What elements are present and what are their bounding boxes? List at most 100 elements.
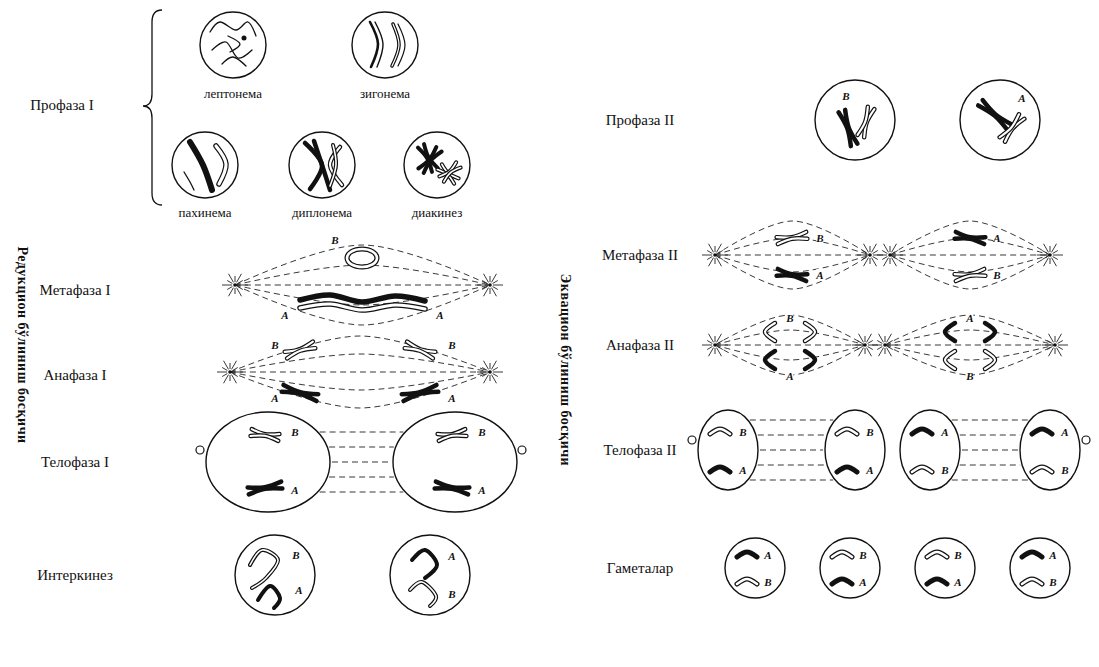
aster-ray xyxy=(702,255,712,256)
aster-ray xyxy=(888,341,893,344)
chromosome xyxy=(710,429,730,434)
aster-ray xyxy=(1047,347,1052,350)
aster-ray xyxy=(227,287,232,290)
chromosome xyxy=(765,351,775,369)
spindle-fiber xyxy=(715,255,870,256)
chromosome-letter: B xyxy=(478,426,485,438)
aster-ray xyxy=(893,251,898,254)
aster-ray xyxy=(1037,255,1047,256)
aster-ray xyxy=(492,361,497,370)
aster-ray xyxy=(235,288,236,294)
chromosome-letter: A xyxy=(993,232,1000,244)
aster-ray xyxy=(718,345,728,346)
aster-ray xyxy=(718,347,723,350)
aster-ray xyxy=(1042,257,1047,260)
chromosome xyxy=(765,323,775,341)
centrosome xyxy=(883,343,887,347)
chromosome-letter: B xyxy=(866,426,873,438)
aster-ray xyxy=(892,258,897,267)
aster-ray xyxy=(224,361,229,370)
chromosome xyxy=(805,323,815,341)
aster-ray xyxy=(864,258,869,267)
spindle-remnant xyxy=(760,450,823,451)
aster-ray xyxy=(870,258,871,264)
chromosome-inner xyxy=(985,351,995,369)
cell-outline xyxy=(1020,410,1080,490)
centrosome xyxy=(868,253,872,257)
chromosome xyxy=(737,579,757,584)
aster-ray xyxy=(718,255,728,256)
aster-ray xyxy=(865,336,866,342)
chromosome-dyad xyxy=(955,232,986,244)
chromosome-inner xyxy=(442,166,461,182)
chromosome-letter: B xyxy=(954,549,961,561)
aster-ray xyxy=(868,341,873,344)
chromosome xyxy=(1032,429,1052,434)
aster-ray xyxy=(888,347,893,350)
aster-ray xyxy=(227,281,232,284)
chromosome xyxy=(248,486,282,495)
chromosome-dyad xyxy=(777,269,808,281)
aster-ray xyxy=(237,288,242,297)
chromosome xyxy=(978,103,1009,129)
chromosome xyxy=(837,467,857,472)
chromosome xyxy=(912,429,932,434)
aster-ray xyxy=(890,246,891,252)
aster-ray xyxy=(859,348,864,357)
chromosome xyxy=(927,579,947,584)
chromosome xyxy=(777,273,807,281)
chromosome-letter: B xyxy=(966,370,973,382)
substage-label: диакинез xyxy=(411,206,464,220)
chromosome-inner xyxy=(765,323,775,341)
aster-ray xyxy=(873,257,878,260)
chromosome xyxy=(222,57,246,66)
aster-ray xyxy=(482,374,487,377)
chromosome-dyad xyxy=(405,342,436,359)
chromosome xyxy=(210,22,256,36)
aster-ray xyxy=(715,348,716,354)
stage-label: Метафаза II xyxy=(601,247,679,264)
aster-ray xyxy=(877,347,882,350)
spindle-fiber xyxy=(235,285,490,286)
aster-ray xyxy=(890,258,891,264)
aster-ray xyxy=(493,285,503,286)
chromosome-dyad xyxy=(251,429,280,441)
aster-ray xyxy=(1047,341,1052,344)
chromosome-letter: A xyxy=(786,370,793,382)
chromosome xyxy=(216,146,226,184)
chromosome-inner xyxy=(286,346,315,359)
chromosome xyxy=(403,389,438,401)
chromosome-dyad xyxy=(435,482,470,495)
aster-ray xyxy=(1058,345,1068,346)
aster-ray xyxy=(484,361,489,370)
chromosome-letter: B xyxy=(1061,464,1068,476)
cell-outline xyxy=(900,410,960,490)
aster-ray xyxy=(884,258,889,267)
stage-label: Анафаза II xyxy=(605,337,675,354)
chromosome-dyad xyxy=(978,100,1012,130)
stage-label: Анафаза I xyxy=(42,367,107,384)
spindle-remnant xyxy=(962,450,1018,451)
spindle-remnant xyxy=(329,447,394,448)
aster-ray xyxy=(887,334,892,343)
spindle-fiber xyxy=(715,221,870,255)
chromosome-inner xyxy=(330,145,336,186)
spindle-remnant xyxy=(758,465,825,466)
aster-ray xyxy=(1049,334,1054,343)
chromosome xyxy=(228,36,240,52)
spindle-fiber xyxy=(890,255,1050,256)
aster-ray xyxy=(707,347,712,350)
chromosome-letter: A xyxy=(295,584,302,596)
brace xyxy=(143,10,162,205)
aster-ray xyxy=(477,285,487,286)
chromosome xyxy=(985,351,995,369)
chromosome xyxy=(212,42,252,58)
spindle-remnant xyxy=(320,492,404,493)
cell-outline xyxy=(200,12,266,78)
aster-ray xyxy=(237,274,242,283)
aster-ray xyxy=(222,374,227,377)
chromosome-letter: A xyxy=(859,576,866,588)
chromosome-letter: A xyxy=(291,484,298,496)
chromosome xyxy=(710,467,730,472)
aster-ray xyxy=(232,375,237,384)
